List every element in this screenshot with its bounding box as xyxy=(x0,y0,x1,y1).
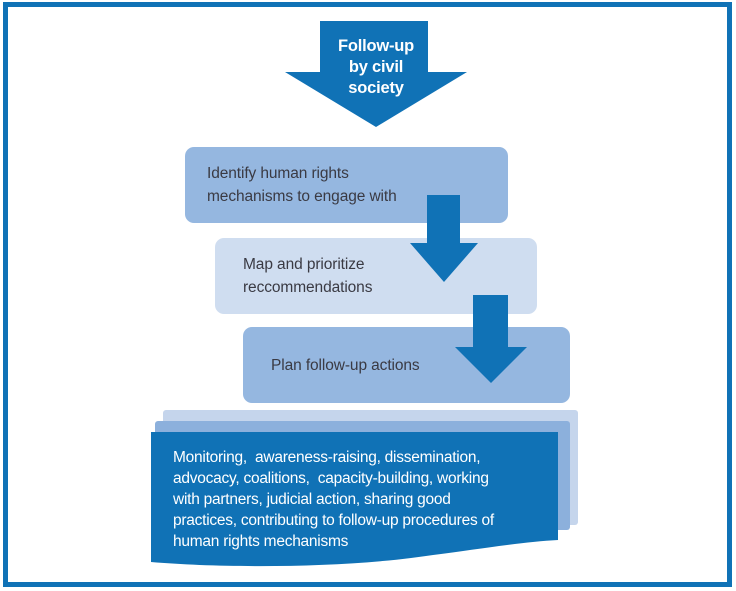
down-arrow-2-icon xyxy=(455,295,527,383)
outcomes-card-wave-shape xyxy=(151,432,558,567)
flow-start-arrow: Follow-up by civil society xyxy=(285,21,467,127)
step-identify-mechanisms-label: Identify human rights mechanisms to enga… xyxy=(207,165,397,205)
step-map-prioritize: Map and prioritize reccommendations xyxy=(215,238,537,314)
step-plan-actions: Plan follow-up actions xyxy=(243,327,570,403)
outcomes-label: Monitoring, awareness-raising, dissemina… xyxy=(173,449,494,550)
step-map-prioritize-label: Map and prioritize reccommendations xyxy=(243,256,373,296)
step-plan-actions-label: Plan follow-up actions xyxy=(271,356,420,374)
down-arrow-1-icon xyxy=(410,195,478,282)
flow-start-label: Follow-up by civil society xyxy=(337,37,415,97)
down-arrow-start-icon xyxy=(285,21,467,127)
